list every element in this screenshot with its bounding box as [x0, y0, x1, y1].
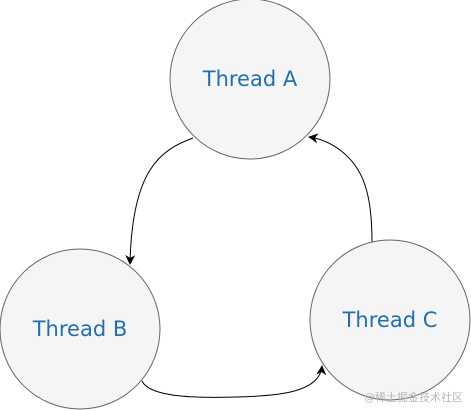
watermark-text: @稀土掘金技术社区	[364, 391, 463, 404]
node-thread-b-label: Thread B	[32, 317, 128, 341]
node-thread-b-circle	[0, 248, 161, 410]
edge-a-to-b	[125, 137, 194, 265]
node-thread-a-label: Thread A	[202, 67, 298, 91]
node-thread-c: Thread C	[309, 239, 471, 401]
node-thread-c-label: Thread C	[342, 308, 438, 332]
node-thread-a: Thread A	[169, 0, 331, 160]
node-thread-b: Thread B	[0, 248, 161, 410]
edge-b-to-c	[141, 365, 327, 398]
node-thread-a-circle	[169, 0, 331, 160]
node-thread-c-circle	[309, 239, 471, 401]
edge-c-to-a	[308, 133, 373, 243]
